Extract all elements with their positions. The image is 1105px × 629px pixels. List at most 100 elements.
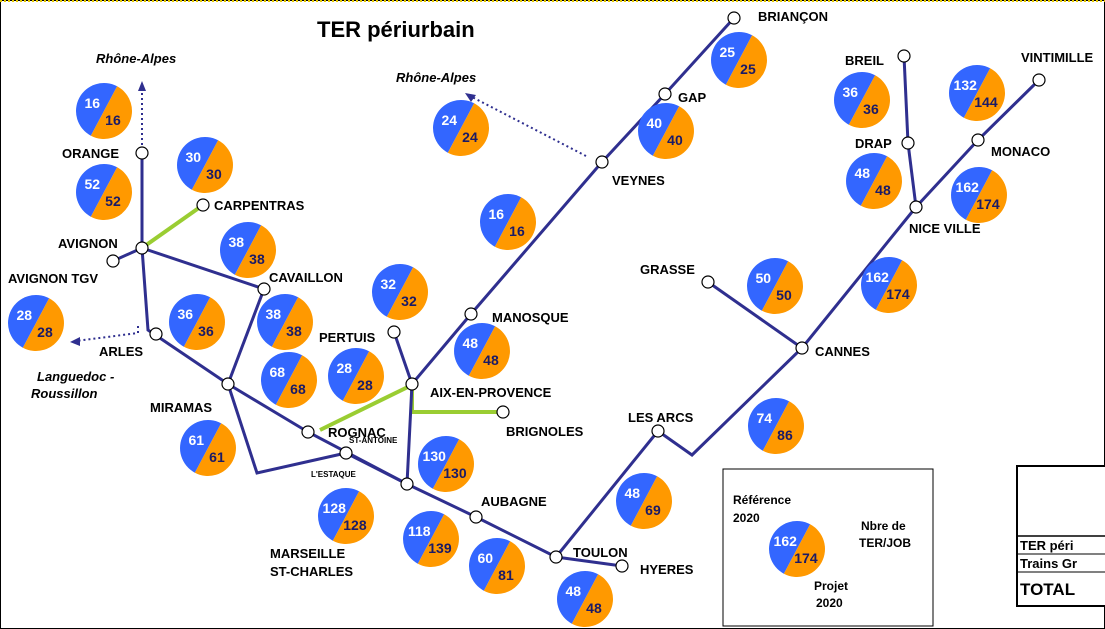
pie-reference-half <box>403 511 445 564</box>
node-briancon[interactable] <box>727 11 741 25</box>
pie-reference-value: 52 <box>84 176 100 192</box>
node-hyeres[interactable] <box>615 559 629 573</box>
label-arles: ARLES <box>99 344 143 359</box>
node-estaque[interactable] <box>339 446 353 460</box>
label-drap: DRAP <box>855 136 892 151</box>
pie-project-half <box>761 261 804 314</box>
pie-reference-half <box>76 164 118 217</box>
pie-project-half <box>191 140 233 193</box>
summary-table: TER péri Trains Gr TOTAL <box>1016 465 1105 607</box>
node-orange[interactable] <box>135 146 149 160</box>
label-gap: GAP <box>678 90 707 105</box>
node-grasse[interactable] <box>701 275 715 289</box>
node-avignon[interactable] <box>135 241 149 255</box>
pie-project-half <box>194 423 236 476</box>
pie-project-half <box>783 524 826 577</box>
pie-project-half <box>571 574 613 628</box>
label-briancon: BRIANÇON <box>758 9 828 24</box>
node-toulon[interactable] <box>549 550 563 564</box>
pie-reference-half <box>846 153 888 206</box>
pie-reference-value: 132 <box>954 77 978 93</box>
label-cannes: CANNES <box>815 344 870 359</box>
node-vintimille[interactable] <box>1032 73 1046 87</box>
line-arcs-vintimille <box>657 78 1041 457</box>
node-cannes[interactable] <box>795 341 809 355</box>
label-nice: NICE VILLE <box>909 221 981 236</box>
node-les-arcs[interactable] <box>651 424 665 438</box>
pie-reference-half <box>834 72 876 125</box>
direction-arrows <box>75 90 587 342</box>
pie-reference-value: 61 <box>188 432 204 448</box>
pie-project-value: 38 <box>286 323 302 339</box>
node-nice[interactable] <box>909 200 923 214</box>
legend-reference-1: Référence <box>733 493 791 507</box>
node-aubagne[interactable] <box>469 510 483 524</box>
node-rognac[interactable] <box>301 425 315 439</box>
node-miramas[interactable] <box>221 377 235 391</box>
pie-project-value: 174 <box>886 286 910 302</box>
pie-reference-half <box>951 167 993 220</box>
node-brignoles[interactable] <box>496 405 510 419</box>
label-aubagne: AUBAGNE <box>481 494 547 509</box>
pie-project-value: 52 <box>105 193 121 209</box>
node-cavaillon[interactable] <box>257 282 271 296</box>
pie-project-value: 30 <box>206 166 222 182</box>
node-avignon-tgv[interactable] <box>106 254 120 268</box>
pie-reference-half <box>76 82 118 136</box>
pie-reference-half <box>169 294 211 347</box>
pie-project-half <box>183 297 225 350</box>
pie-project-half <box>468 326 510 379</box>
line-marseille-aix-pertuis <box>392 331 414 485</box>
station-labels: BRIANÇON GAP VEYNES MANOSQUE PERTUIS AIX… <box>8 9 1094 579</box>
pie-project-value: 130 <box>443 465 467 481</box>
node-veynes[interactable] <box>595 155 609 169</box>
label-miramas: MIRAMAS <box>150 400 212 415</box>
node-manosque[interactable] <box>464 307 478 321</box>
node-drap[interactable] <box>901 136 915 150</box>
node-monaco[interactable] <box>971 133 985 147</box>
node-arles[interactable] <box>149 327 163 341</box>
line-grasse-cannes <box>707 280 803 350</box>
pie-reference-half <box>949 65 991 118</box>
node-carpentras[interactable] <box>196 198 210 212</box>
pie-project-half <box>630 476 672 530</box>
pie-project-half <box>417 514 459 567</box>
legend-count-1: Nbre de <box>861 519 906 533</box>
node-breil[interactable] <box>897 49 911 63</box>
pie-project-half <box>432 439 474 492</box>
pie-reference-value: 30 <box>185 149 201 165</box>
pie-project-half <box>483 541 525 595</box>
pie-project-value: 16 <box>509 223 525 239</box>
pie-project-value: 16 <box>105 112 121 128</box>
node-marseille[interactable] <box>400 477 414 491</box>
pie-project-value: 48 <box>483 352 499 368</box>
pie-project-value: 128 <box>343 517 367 533</box>
node-aix[interactable] <box>405 377 419 391</box>
label-pertuis: PERTUIS <box>319 330 376 345</box>
label-languedoc-1: Languedoc - <box>37 369 114 384</box>
pie-orange-avignon: 52 52 <box>76 164 133 220</box>
arrow-head-north <box>138 81 146 91</box>
node-gap[interactable] <box>658 87 672 101</box>
pie-reference-value: 16 <box>84 95 100 111</box>
pie-reference-value: 162 <box>774 533 798 549</box>
node-pertuis[interactable] <box>387 325 401 339</box>
pie-project-value: 69 <box>645 502 661 518</box>
arrow-languedoc <box>75 326 139 342</box>
table-row-trains: Trains Gr <box>1020 556 1077 571</box>
pie-project-half <box>342 351 384 404</box>
pie-project-value: 86 <box>777 427 793 443</box>
pie-project-value: 32 <box>401 293 417 309</box>
label-orange: ORANGE <box>62 146 119 161</box>
